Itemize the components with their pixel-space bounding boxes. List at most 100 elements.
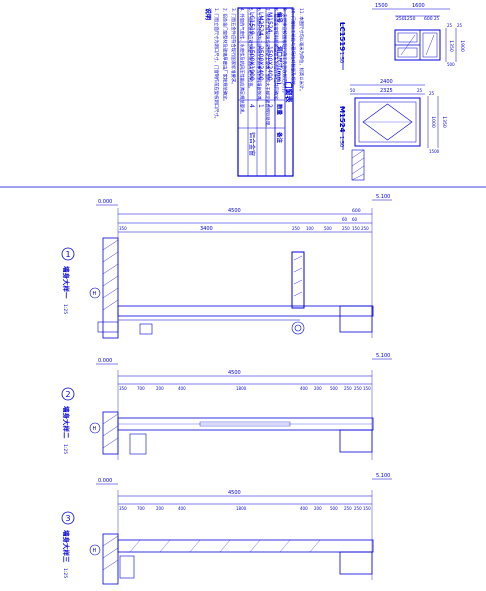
d3-b-400: 400 [178, 506, 186, 511]
d2-b-150: 150 [363, 386, 371, 391]
d2-b-400b: 400 [300, 386, 308, 391]
dim-m-1000: 1000 [430, 116, 436, 128]
d2-b-200b: 200 [314, 386, 322, 391]
d1-bottom-500: 500 [324, 226, 332, 231]
d1-left-elev: 0.000 [98, 199, 112, 205]
d3-b-700: 700 [137, 506, 145, 511]
dim-lc-25b: 25 [447, 23, 453, 28]
d1-dim-60a: 60 [342, 217, 348, 222]
lc1519-label: LC1519 [338, 22, 346, 51]
dim-m-1350: 1350 [441, 116, 447, 128]
d2-number-circle [61, 387, 75, 401]
notes-title: 说明 [204, 8, 212, 20]
d2-dim-4500: 4500 [228, 370, 241, 376]
d1-dim-600: 600 [352, 208, 361, 214]
note-line: 6. 门窗框与墙体间缝隙应采用弹性材料填嵌饱满。 [256, 8, 263, 104]
door-frame [354, 97, 421, 147]
dim-lc-250: 250 [396, 16, 405, 22]
dim-lc-500: 500 [447, 62, 455, 67]
d1-bottom-250b: 250 [342, 226, 350, 231]
d1-title: 墙身大样一 [62, 266, 71, 299]
d2-axis-bubble [89, 422, 101, 434]
d3-title: 墙身大样三 [62, 530, 71, 563]
d3-axis-bubble [89, 544, 101, 556]
schedule-header: 编号 [276, 12, 284, 24]
note-line: 1. 门窗立面尺寸为洞口尺寸，门窗制作前应复核洞口尺寸。 [213, 8, 220, 121]
dim-m-25b: 25 [429, 91, 435, 96]
d2-scale: 1:25 [62, 444, 68, 454]
d1-dim-4500: 4500 [228, 208, 241, 214]
dim-lc-1600: 1600 [412, 3, 425, 9]
d1-bottom-250: 250 [292, 226, 300, 231]
schedule-cell: LC1519 [248, 12, 255, 35]
schedule-header: 备注 [276, 131, 284, 144]
schedule-cell: 1500X2400 [266, 46, 273, 81]
d2-axis: H [93, 426, 97, 432]
d3-b-150: 150 [363, 506, 371, 511]
note-line: 7. 所有门窗玻璃均采用安全玻璃，面积大于规定者应特别处理。 [264, 8, 271, 129]
m1524-label: M1524 [338, 106, 346, 133]
wall-detail-3: 4500 350 700 200 400 1800 400 200 500 25… [61, 473, 392, 585]
d3-b-350: 350 [119, 506, 127, 511]
window-elevation-lc1519: 1500 1600 250 1250 600 25 1350 1900 500 … [338, 3, 465, 70]
d3-scale: 1:25 [62, 568, 68, 578]
d1-bottom-250c: 250 [361, 226, 369, 231]
d1-number: 1 [65, 250, 70, 259]
dim-lc-1350: 1350 [448, 40, 454, 52]
d1-left-wall [102, 237, 119, 339]
door-elevation-m1524: 2400 2325 50 25 1000 1350 25 1500 M1524 … [338, 79, 447, 181]
d2-b-200: 200 [156, 386, 164, 391]
dim-lc-1250: 1250 [404, 16, 416, 22]
schedule-cell: LM2524 [257, 12, 264, 36]
schedule-header: 洞口尺寸(mm) [276, 46, 284, 85]
d1-axis-bubble [89, 287, 101, 299]
d3-axis: H [93, 548, 97, 554]
d3-b-1800a: 1800 [236, 506, 247, 511]
lc1519-scale: 1:50 [338, 52, 344, 63]
dim-lc-25a: 25 [434, 16, 440, 21]
schedule-cell: 2 [266, 104, 273, 108]
d1-scale: 1:25 [62, 304, 68, 314]
d3-top-elev: 5.100 [376, 473, 390, 479]
d2-b-250a: 250 [344, 386, 352, 391]
note-line: 3. 门窗五金件应符合现行国家标准要求。 [230, 8, 237, 87]
schedule-cell: 1500X1900 [248, 46, 255, 81]
d1-bottom-350: 350 [119, 226, 127, 231]
d3-number-circle [61, 511, 75, 525]
d2-b-400: 400 [178, 386, 186, 391]
schedule-cell: M1524 [266, 12, 273, 33]
d1-floor-slab [117, 305, 374, 317]
schedule-title: 门窗表 [285, 82, 294, 104]
d2-b-250b: 250 [354, 386, 362, 391]
dim-m-2325: 2325 [380, 88, 393, 94]
schedule-cell: 2500X2400 [257, 46, 264, 81]
d2-title: 墙身大样二 [62, 406, 71, 439]
d1-dim-3400: 3400 [200, 226, 213, 232]
note-line: 5. 门窗安装前应对预埋件及洞口进行检查。 [247, 8, 254, 91]
note-line: 4. 外窗的气密性、水密性及抗风压性能应满足规范要求。 [239, 8, 246, 117]
d3-b-200b: 200 [314, 506, 322, 511]
dim-lc-1500: 1500 [375, 3, 388, 9]
note-line: 8. 铝合金窗框料颜色由业主及设计单位共同确定。 [273, 8, 280, 104]
dim-m-50: 50 [350, 88, 356, 93]
d1-dim-60b: 60 [352, 217, 358, 222]
d1-number-circle [61, 247, 75, 261]
d3-left-elev: 0.000 [98, 478, 112, 484]
d2-left-elev: 0.000 [98, 358, 112, 364]
dim-m-2400: 2400 [380, 79, 393, 85]
m1524-scale: 1:50 [338, 136, 344, 147]
dim-m-25: 25 [417, 88, 423, 93]
d1-bottom-150: 150 [352, 226, 360, 231]
schedule-cell: 1 [257, 104, 264, 108]
d2-b-700: 700 [137, 386, 145, 391]
schedule-header: 数量 [276, 104, 284, 116]
d2-b-350: 350 [119, 386, 127, 391]
d3-slab [117, 539, 374, 553]
wall-detail-1: 4500 3400 60 60 600 350 250 100 500 250 … [61, 194, 392, 339]
d3-b-250a: 250 [344, 506, 352, 511]
d2-b-500: 500 [330, 386, 338, 391]
schedule-cell: 铝合金窗 [248, 132, 256, 156]
d3-dim-4500: 4500 [228, 490, 241, 496]
